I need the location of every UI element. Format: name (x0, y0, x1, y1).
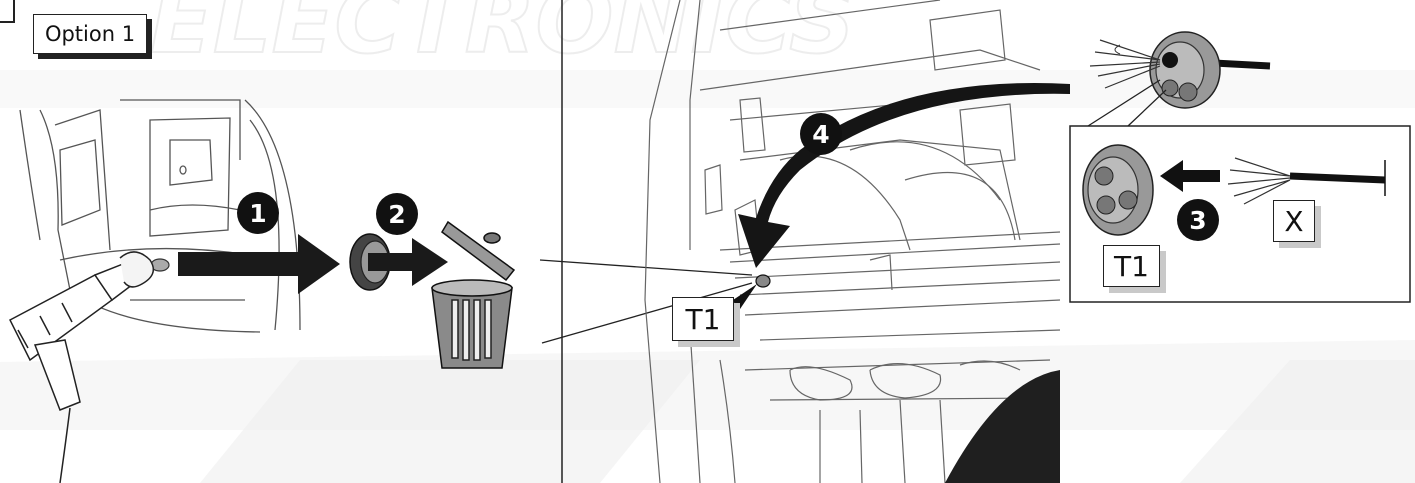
t1-label-main: T1 (672, 297, 734, 341)
arrow-icon-3 (1160, 160, 1220, 192)
trash-bin-icon (431, 220, 516, 369)
corner-bracket (0, 0, 15, 23)
t1-label-inset: T1 (1103, 245, 1160, 287)
cable-grommet-top (1089, 31, 1271, 109)
x-label-inset: X (1273, 200, 1315, 242)
trunk-drawing (644, 0, 1061, 483)
arrow-icon-1 (178, 234, 340, 294)
option-label: Option 1 (33, 14, 147, 54)
arrow-icon-2 (368, 238, 448, 286)
inset-pointer-1 (1087, 79, 1161, 127)
step-badge-3: 3 (1177, 199, 1219, 241)
watermark-text: ELECTRONICS (150, 0, 855, 74)
trunk-shadow (945, 370, 1060, 483)
inset-pointer-2 (1127, 89, 1167, 127)
cable-icon (1227, 157, 1386, 205)
step-badge-4: 4 (800, 113, 842, 155)
grommet-location-icon (755, 274, 771, 288)
heat-gun-icon (9, 251, 155, 483)
step-badge-1: 1 (237, 192, 279, 234)
step-badge-2: 2 (376, 193, 418, 235)
pointer-line-2 (541, 282, 753, 344)
t1-pointer (733, 284, 757, 312)
inset-grommet-icon (1082, 144, 1154, 236)
